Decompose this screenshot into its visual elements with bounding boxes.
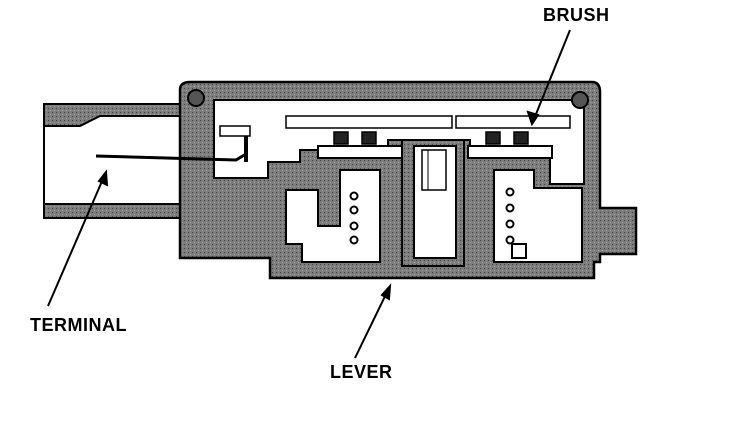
- callout-lines: [47, 29, 571, 359]
- corner-fasteners: [187, 89, 589, 109]
- left-spring-cavity: [285, 169, 381, 263]
- terminal-pin: [95, 125, 251, 162]
- brush-contacts: [317, 131, 553, 159]
- lever-label: LEVER: [330, 362, 393, 382]
- upper-cavity: [213, 99, 585, 185]
- connector-shell: [43, 103, 181, 219]
- brush-label: BRUSH: [543, 5, 610, 25]
- terminal-label: TERMINAL: [30, 315, 127, 335]
- central-lever: [401, 139, 465, 267]
- right-spring-cavity: [493, 169, 583, 263]
